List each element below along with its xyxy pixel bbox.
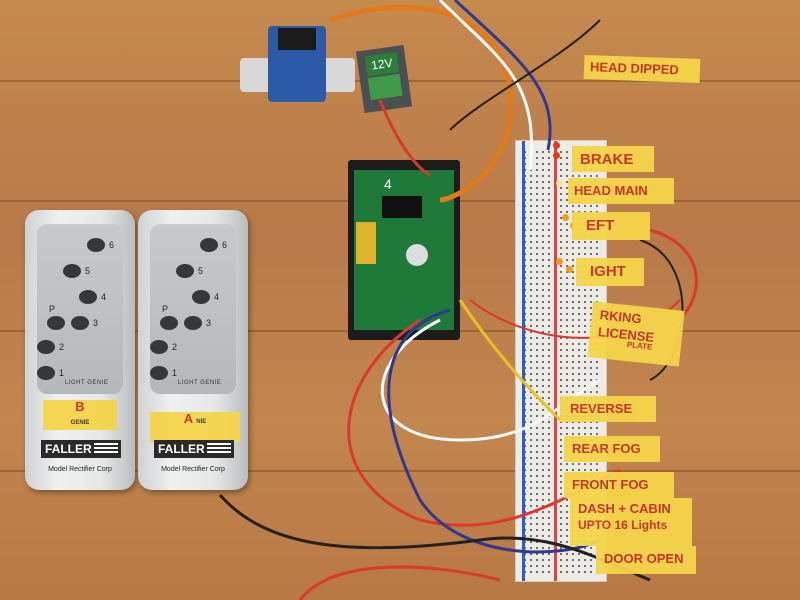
- led-right: [566, 266, 573, 273]
- label-rear-fog: REAR FOG: [564, 436, 660, 462]
- remote-button-label: 3: [206, 318, 212, 328]
- label-head-main: HEAD MAIN: [568, 178, 674, 204]
- faller-logo: FALLER: [41, 440, 121, 458]
- red-wire: [347, 318, 621, 527]
- led-left: [562, 214, 569, 221]
- remote-button-label: 1: [172, 368, 178, 378]
- controller-board: 4: [348, 160, 460, 340]
- remote-button-label: P: [49, 304, 56, 314]
- remote-button-4[interactable]: [192, 290, 210, 304]
- remote-button-6[interactable]: [200, 238, 218, 252]
- remote-button-label: 5: [85, 266, 91, 276]
- red-power-wire: [378, 99, 431, 177]
- red-wire: [298, 565, 501, 600]
- faller-logo: FALLER: [154, 440, 234, 458]
- tape-label-a-sub: NIE: [196, 419, 207, 425]
- servo-label: [278, 28, 316, 50]
- yellow-wire: [458, 299, 562, 422]
- tape-label-a-text: A: [183, 411, 193, 426]
- label-parking-license: RKING LICENSE PLATE: [587, 301, 685, 367]
- remote-button-label: 6: [109, 240, 115, 250]
- remote-button-label: 3: [93, 318, 99, 328]
- label-front-fog: FRONT FOG: [564, 472, 674, 498]
- wood-seam: [0, 470, 800, 472]
- remote-button-p[interactable]: [47, 316, 65, 330]
- label-brake: BRAKE: [572, 146, 654, 172]
- black-wire: [449, 19, 601, 131]
- remote-button-p[interactable]: [160, 316, 178, 330]
- remote-button-6[interactable]: [87, 238, 105, 252]
- faller-text: FALLER: [158, 442, 205, 456]
- remote-a: 6 5 4 P 3 2 1 LIGHT GENIE A NIE FALLER M…: [138, 210, 248, 490]
- remote-button-2[interactable]: [150, 340, 168, 354]
- remote-button-label: 5: [198, 266, 204, 276]
- board-number: 4: [384, 176, 392, 192]
- servo-motor: [240, 20, 355, 110]
- tape-label-b: B GENIE: [43, 400, 117, 430]
- power-rail-blue: [522, 141, 525, 581]
- label-dash-cabin-line2: UPTO 16 Lights: [578, 518, 668, 532]
- tape-label-a: A NIE: [150, 412, 240, 442]
- remote-button-4[interactable]: [79, 290, 97, 304]
- faller-logo-bars: [207, 443, 231, 455]
- label-reverse: REVERSE: [560, 396, 656, 422]
- remote-button-1[interactable]: [37, 366, 55, 380]
- remote-button-5[interactable]: [63, 264, 81, 278]
- white-wire: [438, 0, 533, 171]
- faller-text: FALLER: [45, 442, 92, 456]
- remote-button-label: 6: [222, 240, 228, 250]
- maker-text: Model Rectifier Corp: [161, 466, 225, 473]
- label-door-open: DOOR OPEN: [596, 546, 696, 574]
- maker-text: Model Rectifier Corp: [48, 466, 112, 473]
- label-right: IGHT: [576, 258, 644, 286]
- remote-button-2[interactable]: [37, 340, 55, 354]
- light-genie-text: LIGHT GENIE: [178, 380, 222, 386]
- tape-label-b-sub: GENIE: [70, 420, 90, 426]
- remote-panel: [150, 224, 236, 394]
- relay: [356, 222, 376, 264]
- remote-button-label: P: [162, 304, 169, 314]
- label-left: EFT: [572, 212, 650, 240]
- remote-button-label: 4: [214, 292, 220, 302]
- faller-logo-bars: [94, 443, 118, 455]
- label-head-dipped: HEAD DIPPED: [583, 54, 701, 84]
- potentiometer: [406, 244, 428, 266]
- remote-button-label: 2: [172, 342, 178, 352]
- blue-wire: [387, 308, 601, 554]
- remote-button-3[interactable]: [184, 316, 202, 330]
- power-rail-red: [554, 141, 557, 581]
- remote-button-5[interactable]: [176, 264, 194, 278]
- remote-button-label: 2: [59, 342, 65, 352]
- light-genie-text: LIGHT GENIE: [65, 380, 109, 386]
- led-head-main: [556, 180, 563, 187]
- label-dash-cabin: DASH + CABIN UPTO 16 Lights: [570, 498, 692, 546]
- led-brake: [553, 142, 560, 149]
- remote-button-1[interactable]: [150, 366, 168, 380]
- tape-label-b-text: B: [75, 399, 85, 414]
- remote-panel: [37, 224, 123, 394]
- led-right: [556, 258, 563, 265]
- chip: [382, 196, 422, 218]
- label-dash-cabin-line1: DASH + CABIN: [578, 501, 671, 516]
- remote-button-label: 1: [59, 368, 65, 378]
- blue-wire: [453, 0, 552, 151]
- led-brake: [553, 152, 560, 159]
- remote-button-label: 4: [101, 292, 107, 302]
- remote-b: 6 5 4 P 3 2 1 LIGHT GENIE B GENIE FALLER…: [25, 210, 135, 490]
- remote-button-3[interactable]: [71, 316, 89, 330]
